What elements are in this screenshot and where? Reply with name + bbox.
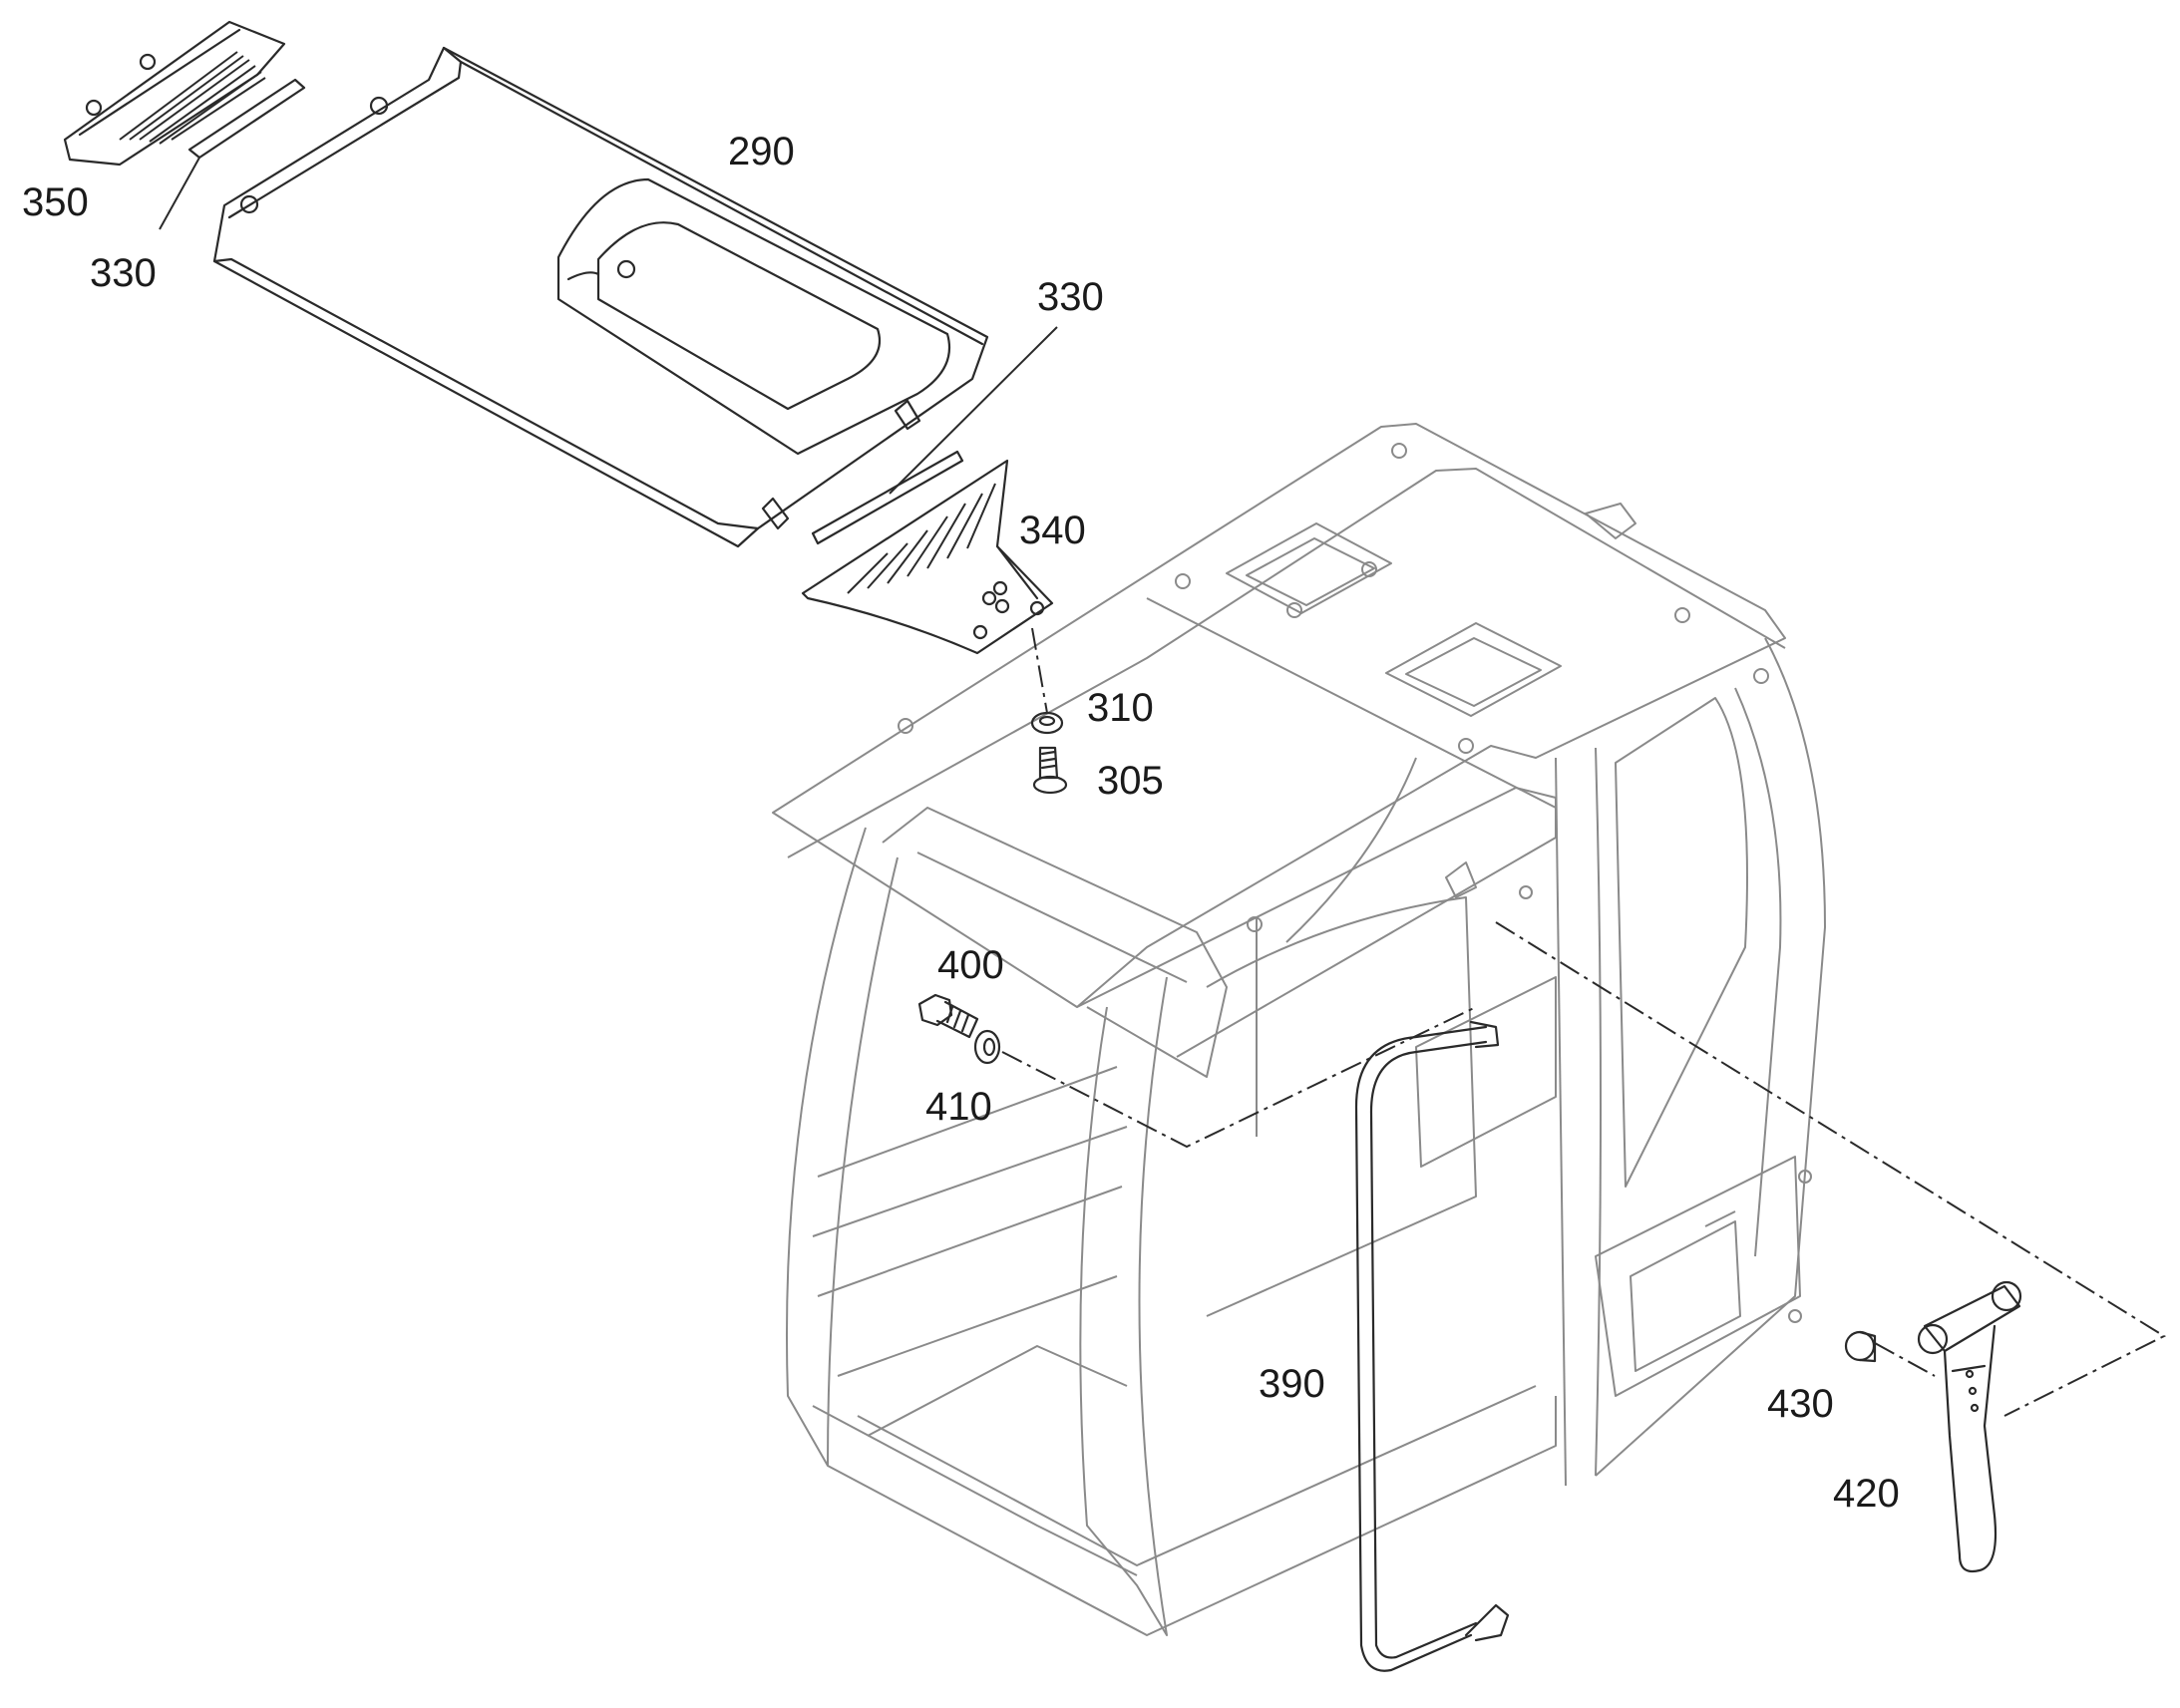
callout-390: 390 — [1259, 1362, 1325, 1406]
vent-grille-340 — [801, 459, 1054, 655]
leader-330-right — [889, 326, 1058, 495]
callout-330-right: 330 — [1037, 275, 1104, 319]
callout-420: 420 — [1833, 1472, 1900, 1516]
leader-330-left — [159, 157, 200, 230]
callout-330-left: 330 — [90, 251, 157, 295]
washer-410 — [973, 1006, 1477, 1149]
bolt-400 — [917, 993, 979, 1039]
handle-420 — [1917, 1280, 2022, 1573]
callout-430: 430 — [1767, 1382, 1834, 1426]
seal-strip-330-left — [187, 78, 306, 160]
spacer-430 — [1844, 1330, 1877, 1363]
callout-400: 400 — [937, 943, 1004, 987]
roof-cover-290 — [212, 46, 989, 548]
callout-310: 310 — [1087, 686, 1154, 730]
seal-strip-330-right — [811, 450, 964, 545]
callout-410: 410 — [925, 1085, 992, 1129]
assembly-line-2 — [1874, 1342, 1936, 1377]
callout-350: 350 — [22, 180, 89, 224]
vent-grille-350 — [63, 20, 286, 167]
callout-290: 290 — [728, 130, 795, 173]
handrail-390 — [1354, 1020, 1510, 1672]
washer-310 — [1030, 627, 1064, 735]
cab-frame — [772, 423, 1826, 1636]
callout-305: 305 — [1097, 759, 1164, 803]
bolt-305 — [1032, 746, 1068, 795]
callout-340: 340 — [1019, 509, 1086, 552]
assembly-line — [1495, 921, 2167, 1417]
